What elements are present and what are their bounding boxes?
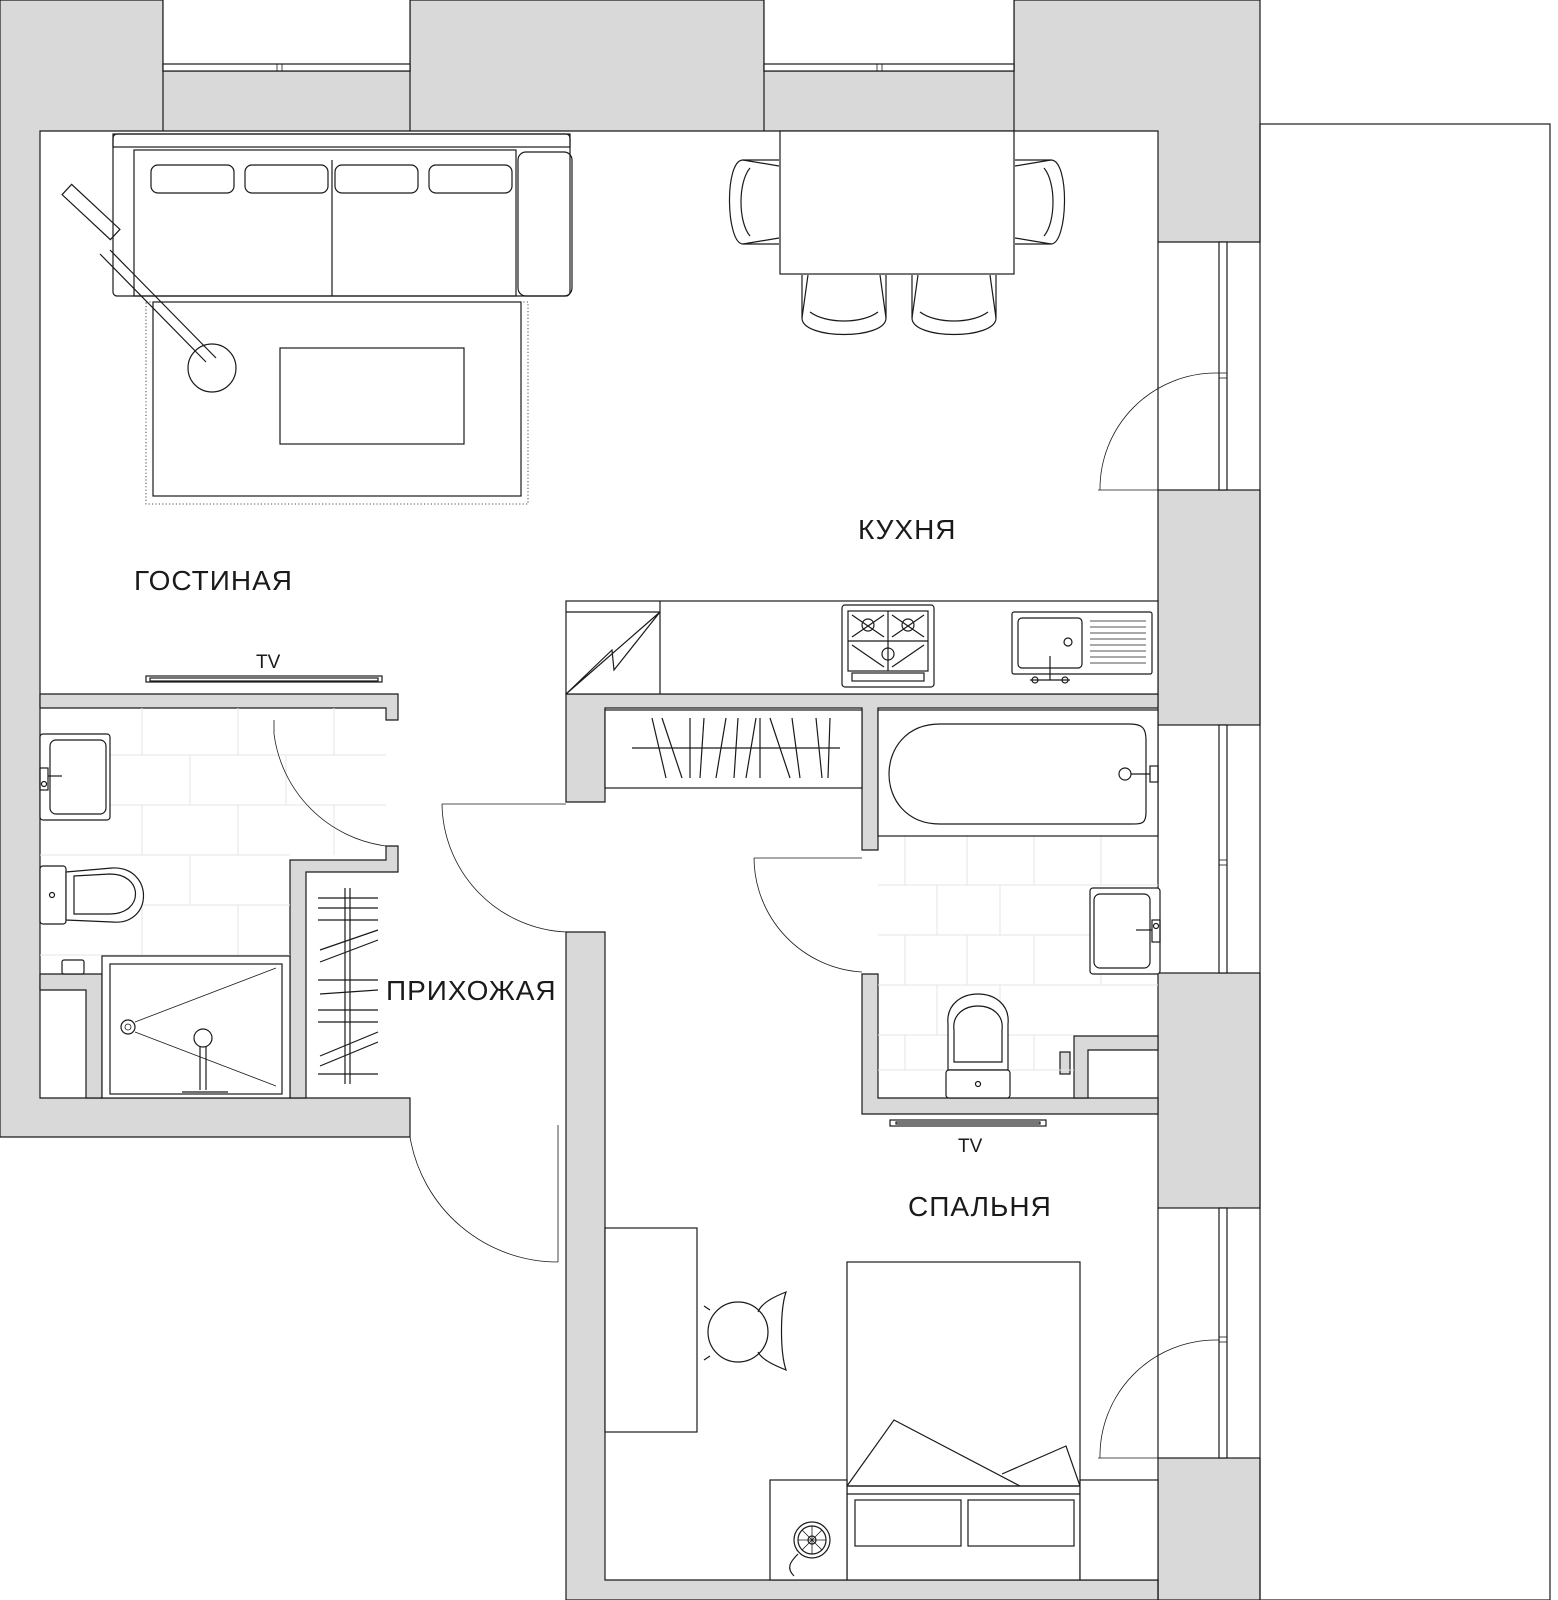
rug	[145, 301, 529, 505]
bathroom-right-door[interactable]	[753, 857, 863, 973]
desk	[604, 1227, 698, 1433]
balcony-frame-1	[1218, 241, 1228, 491]
balcony-door-1[interactable]	[1099, 372, 1219, 491]
outer-wall-right-3	[1157, 1457, 1261, 1600]
dining-table	[779, 130, 1015, 275]
dining-chair-bottom-right	[911, 274, 997, 336]
outer-wall-right-2	[1157, 972, 1261, 1209]
room-label-kitchen: КУХНЯ	[858, 514, 957, 545]
trash-bin	[61, 959, 85, 975]
hallway-door[interactable]	[441, 803, 567, 933]
bed	[845, 1261, 1081, 1581]
bathroom-right-bottom-wall	[861, 973, 1159, 1115]
sink-left-icon	[39, 733, 111, 821]
shower-partition	[39, 973, 103, 1099]
balcony	[1259, 123, 1551, 1600]
tv-living	[145, 675, 383, 683]
outer-wall-right-1	[1157, 489, 1261, 726]
sofa	[112, 133, 573, 297]
nightstand-left	[769, 1479, 848, 1581]
tv-label-living: TV	[256, 652, 281, 673]
coffee-table	[279, 347, 465, 445]
dining-chair-right	[1014, 159, 1066, 245]
hall-wardrobe	[604, 709, 863, 789]
desk-chair	[703, 1290, 787, 1372]
bathroom-left-right-wall	[289, 845, 399, 1099]
room-label-living: ГОСТИНАЯ	[134, 565, 293, 596]
tv-bedroom	[889, 1119, 1047, 1127]
kitchen-sink-icon	[1011, 611, 1153, 684]
window-top-right	[763, 63, 1015, 72]
bathtub-icon	[877, 709, 1159, 837]
dining-chair-bottom-left	[801, 274, 887, 336]
bathroom-right-stub	[1059, 1051, 1071, 1075]
nightstand-right	[1079, 1479, 1159, 1581]
balcony-door-2[interactable]	[1099, 1339, 1219, 1459]
bathroom-left-door[interactable]	[273, 733, 387, 847]
fan-icon	[789, 1521, 831, 1577]
coat-rack	[318, 888, 379, 1084]
entrance-door[interactable]	[409, 1136, 559, 1263]
dining-chair-left	[728, 159, 780, 245]
room-label-hallway: ПРИХОЖАЯ	[386, 975, 557, 1006]
shower-icon	[101, 955, 291, 1099]
stove-icon	[841, 604, 935, 688]
doors	[273, 372, 1219, 1459]
window-top-left	[162, 63, 411, 72]
balcony-frame-3	[1218, 1207, 1228, 1459]
bathroom-left-top-wall	[39, 693, 399, 721]
tv-label-bedroom: TV	[958, 1136, 983, 1157]
floor-lamp	[61, 183, 237, 393]
balcony-frame-2	[1218, 724, 1228, 974]
toilet-left-icon	[39, 865, 144, 925]
room-label-bedroom: СПАЛЬНЯ	[908, 1191, 1052, 1222]
toilet-right-icon	[945, 993, 1011, 1099]
bathroom-right-niche	[1073, 1035, 1159, 1099]
sink-right-icon	[1089, 887, 1161, 975]
